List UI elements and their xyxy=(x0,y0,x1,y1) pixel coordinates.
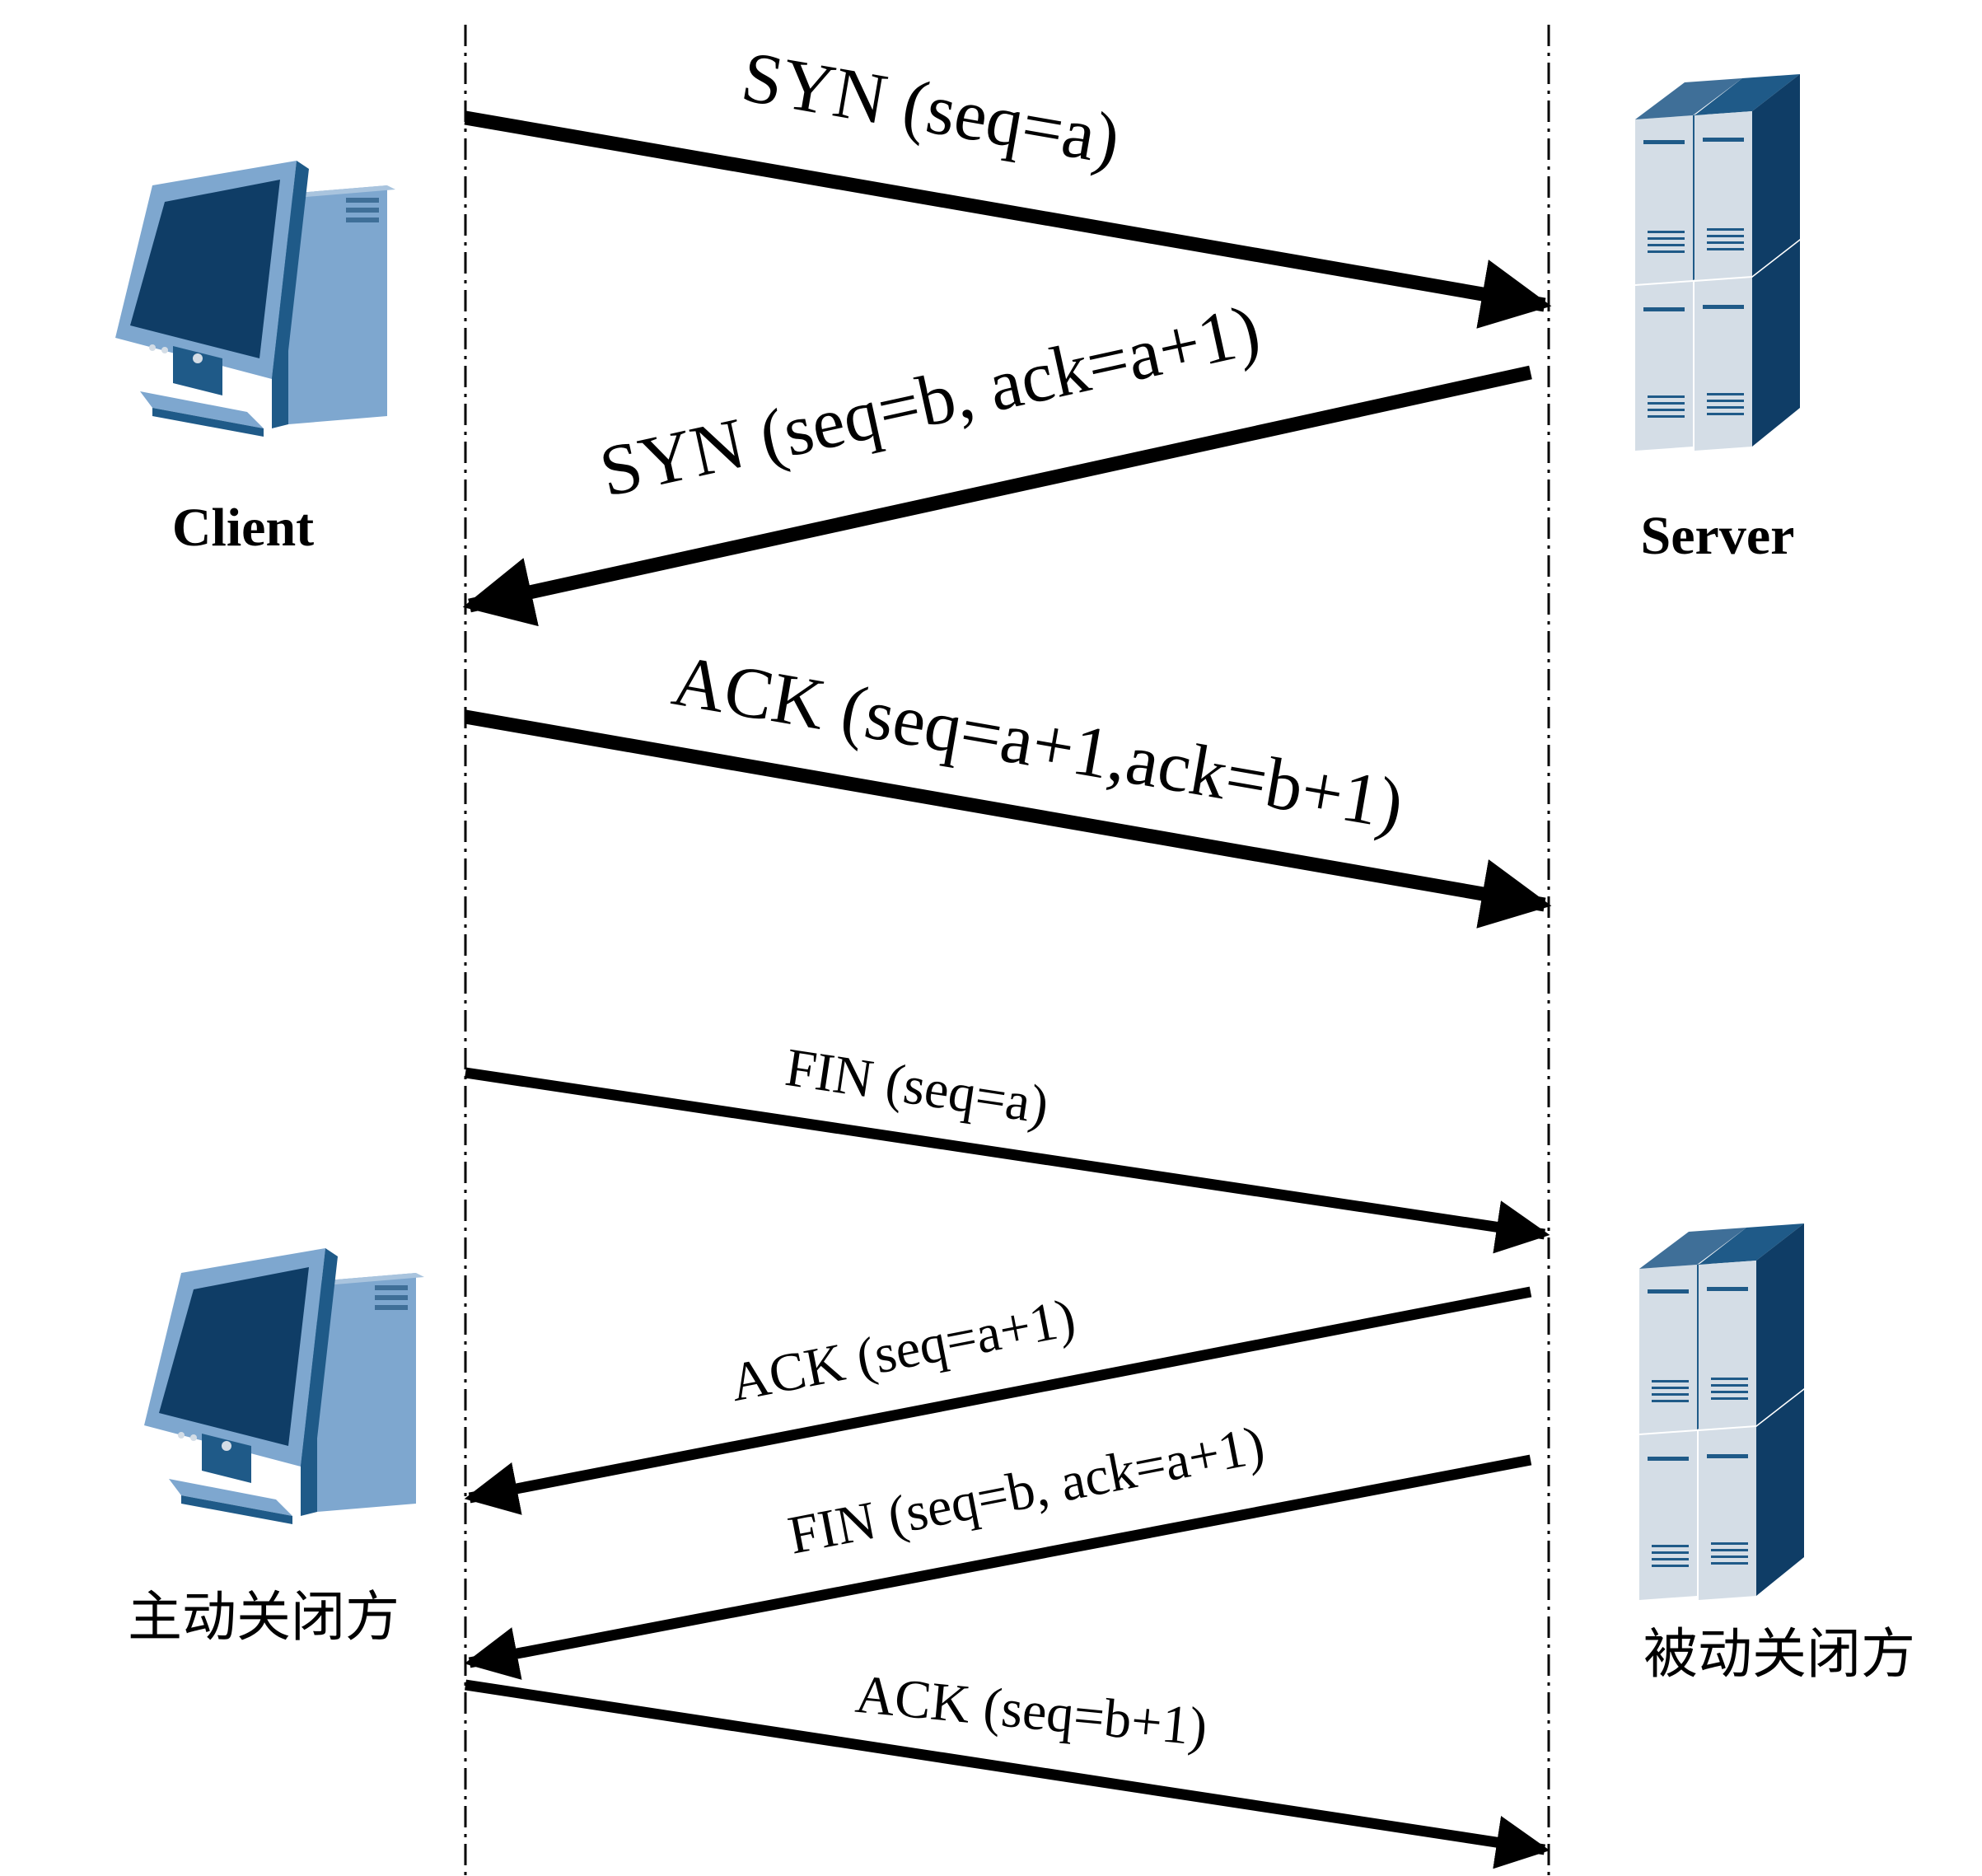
fin-ack-arrow xyxy=(464,1286,1532,1515)
server-fin-label: FIN (seq=b, ack=a+1) xyxy=(783,1415,1269,1566)
client-label: Client xyxy=(172,498,314,558)
server-icon xyxy=(1635,74,1800,451)
fin-arrow xyxy=(465,1067,1550,1254)
syn-arrow xyxy=(464,110,1552,329)
ack-arrow xyxy=(464,709,1552,929)
final-ack-label: ACK (seq=b+1) xyxy=(853,1664,1209,1758)
syn-label: SYN (seq=a) xyxy=(736,37,1125,180)
server-fin-arrow xyxy=(464,1454,1532,1680)
passive-close-label: 被动关闭方 xyxy=(1643,1622,1915,1686)
syn-ack-label: SYN (seq=b, ack=a+1) xyxy=(593,290,1267,512)
server-label: Server xyxy=(1641,506,1795,566)
active-close-label: 主动关闭方 xyxy=(128,1585,400,1649)
active-close-computer-icon xyxy=(144,1248,424,1524)
client-computer-icon xyxy=(115,161,395,437)
final-ack-arrow xyxy=(465,1679,1550,1869)
passive-close-server-icon xyxy=(1639,1223,1804,1600)
syn-ack-arrow xyxy=(462,365,1532,627)
